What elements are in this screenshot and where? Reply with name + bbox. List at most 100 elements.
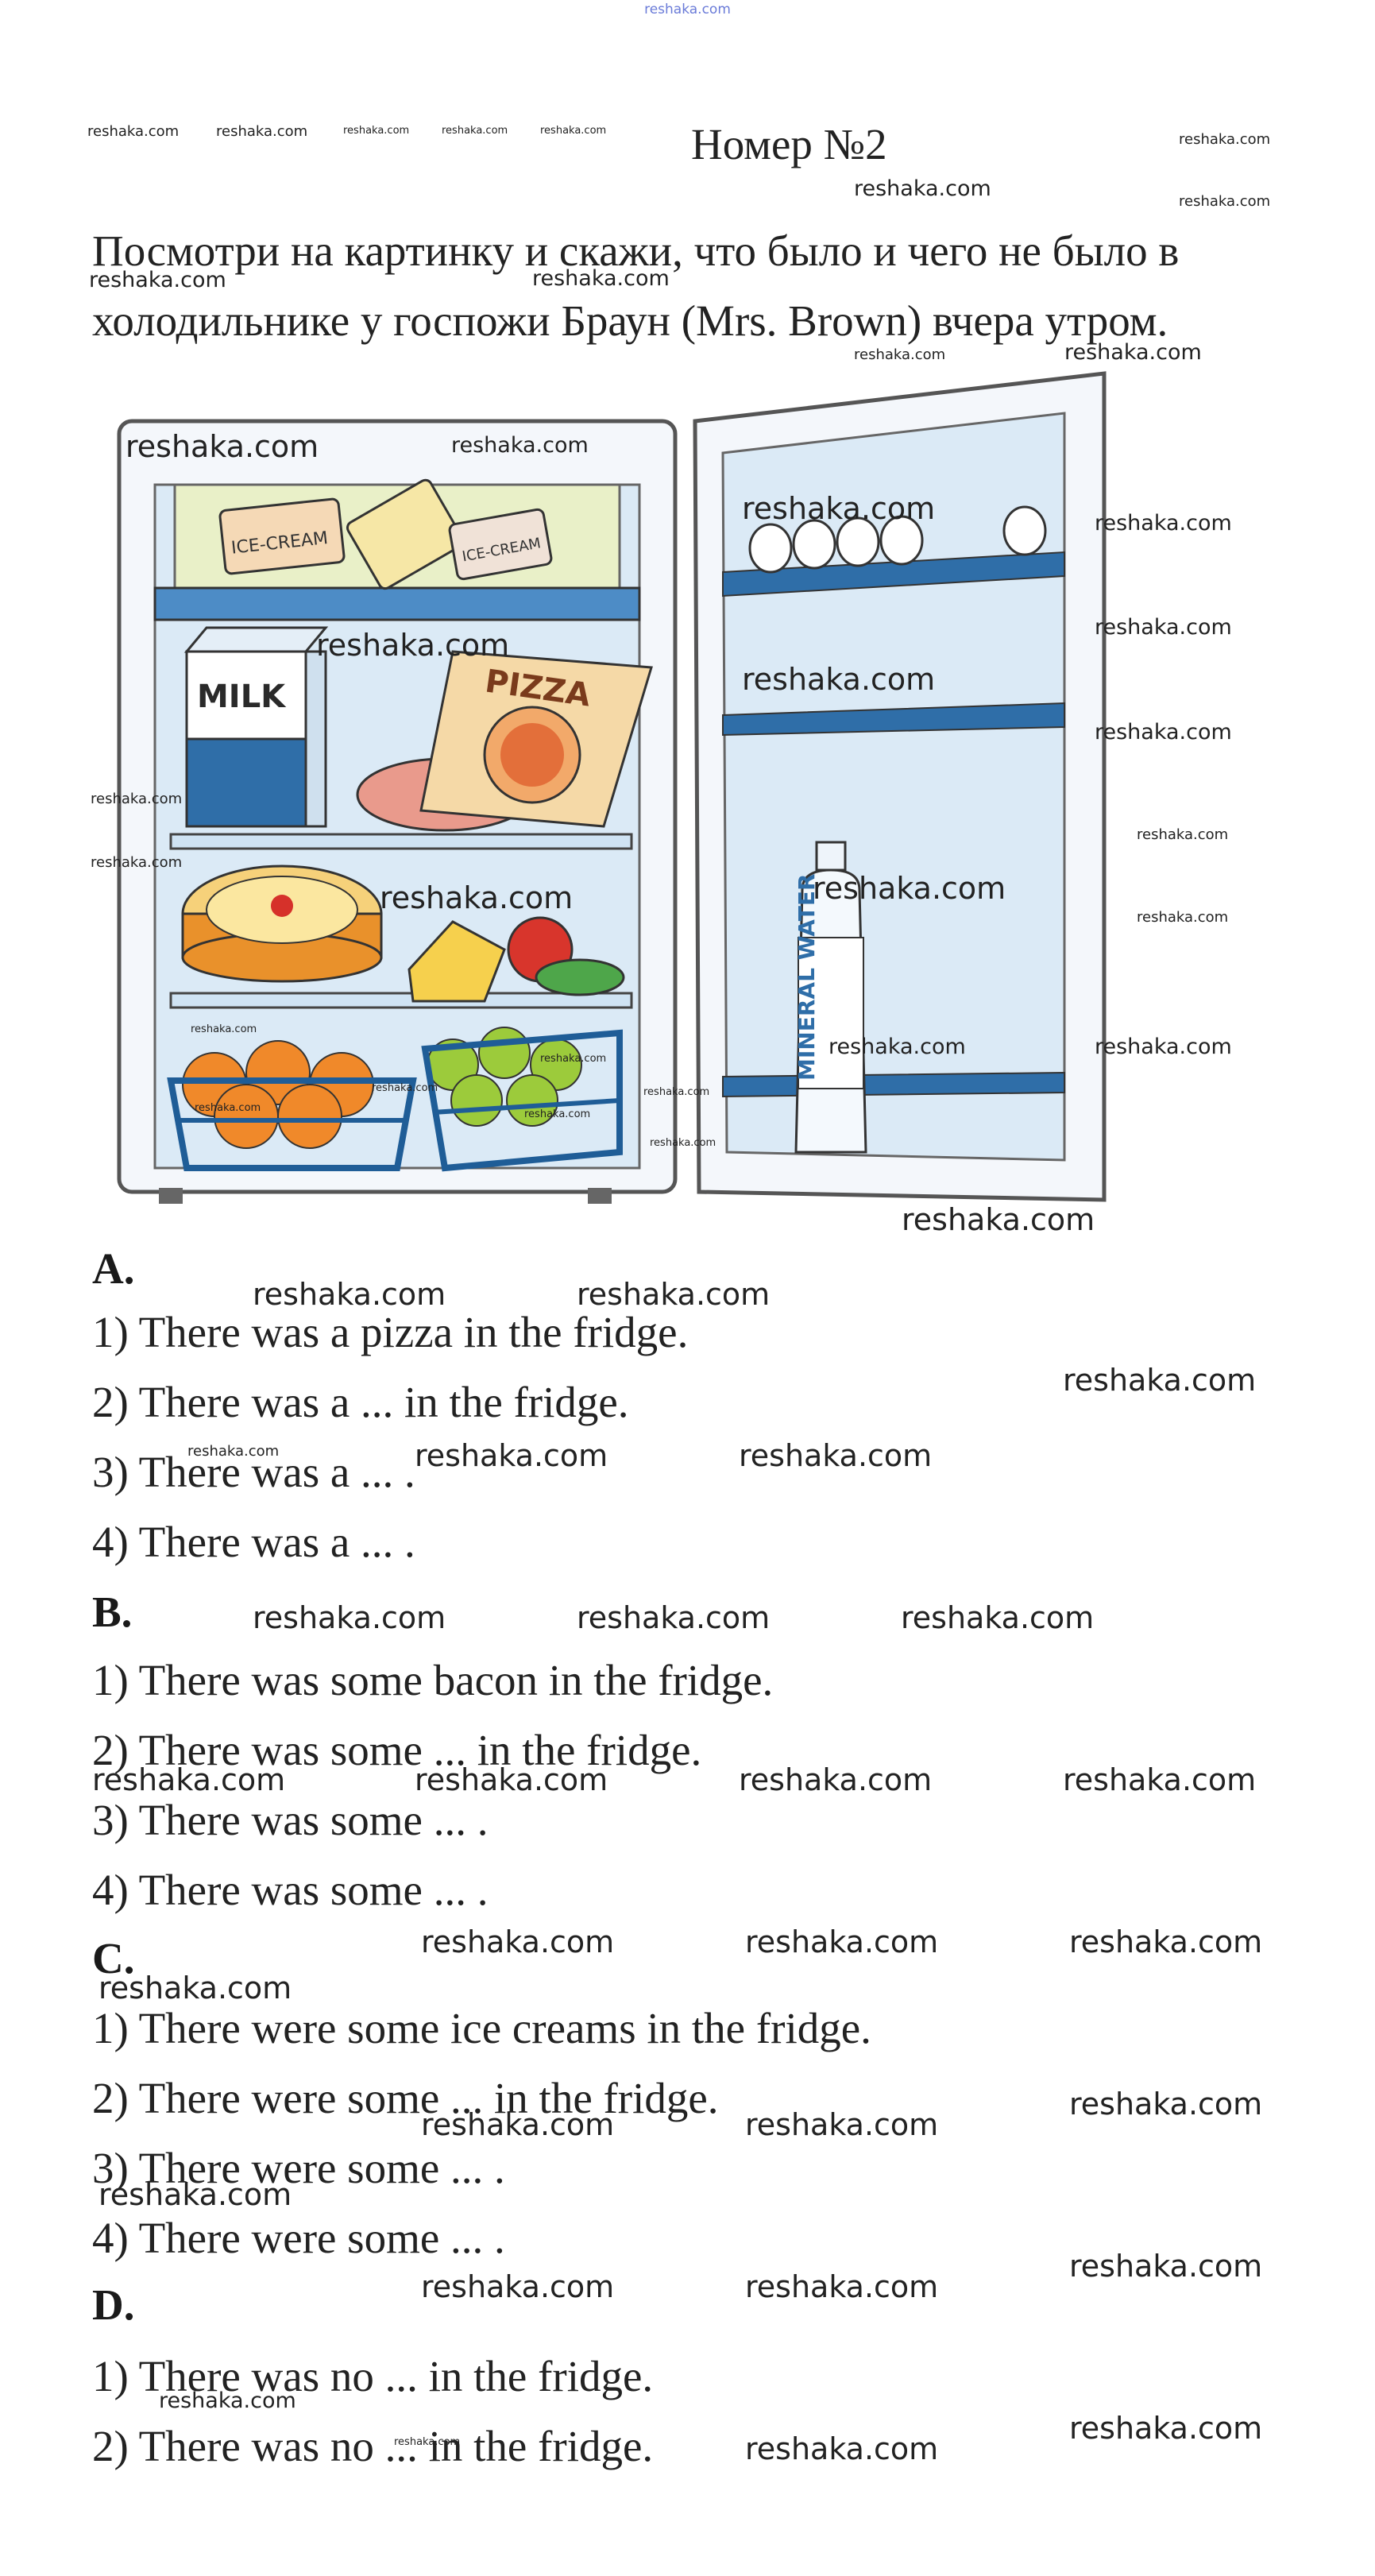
watermark: reshaka.com	[421, 2107, 615, 2142]
watermark: reshaka.com	[253, 1600, 446, 1635]
watermark: reshaka.com	[745, 2269, 939, 2304]
watermark: reshaka.com	[742, 662, 936, 697]
cake-icon	[181, 864, 383, 983]
exercise-line: 2) There was no ... in the fridge.	[92, 2422, 654, 2470]
watermark: reshaka.com	[1069, 2087, 1263, 2122]
task-instruction: Посмотри на картинку и скажи, что было и…	[92, 226, 1180, 345]
apple-basket	[421, 1027, 623, 1172]
watermark: reshaka.com	[1064, 340, 1202, 365]
watermark: reshaka.com	[828, 1035, 966, 1059]
watermark: reshaka.com	[1137, 826, 1229, 843]
section-d-letter: D.	[92, 2280, 135, 2329]
watermark: reshaka.com	[1063, 1762, 1257, 1797]
watermark: reshaka.com	[854, 176, 991, 201]
watermark: reshaka.com	[187, 1443, 280, 1460]
section-b-letter: B.	[92, 1588, 133, 1636]
watermark: reshaka.com	[540, 125, 607, 137]
mineral-water-bottle: MINERAL WATER	[794, 841, 867, 1154]
page-title: Номер №2	[691, 120, 887, 168]
ice-cream-icon: ICE-CREAM ICE-CREAM	[218, 478, 553, 590]
exercise-line: 1) There were some ice creams in the fri…	[92, 2004, 871, 2052]
section-a-letter: A.	[92, 1244, 135, 1293]
watermark: reshaka.com	[1069, 1924, 1263, 1959]
exercise-line: 3) There was a ... .	[92, 1448, 415, 1496]
exercise-line: 1) There was no ... in the fridge.	[92, 2352, 654, 2400]
watermark: reshaka.com	[1069, 2249, 1263, 2284]
pizza-box: PIZZA	[419, 650, 653, 828]
watermark: reshaka.com	[745, 1924, 939, 1959]
watermark: reshaka.com	[643, 1086, 710, 1098]
watermark: reshaka.com	[98, 2177, 292, 2212]
watermark: reshaka.com	[1095, 615, 1232, 640]
watermark: reshaka.com	[415, 1762, 608, 1797]
watermark: reshaka.com	[421, 1924, 615, 1959]
watermark: reshaka.com	[191, 1023, 257, 1035]
exercise-line: 4) There were some ... .	[92, 2214, 505, 2262]
exercise-line: 2) There was some ... in the fridge.	[92, 1726, 702, 1774]
svg-text:MINERAL WATER: MINERAL WATER	[794, 873, 820, 1081]
watermark: reshaka.com	[98, 1971, 292, 2005]
watermark: reshaka.com	[745, 2431, 939, 2466]
watermark: reshaka.com	[380, 880, 574, 915]
orange-basket	[167, 1040, 417, 1171]
watermark: reshaka.com	[316, 628, 510, 663]
watermark: reshaka.com	[1063, 1363, 1257, 1398]
watermark: reshaka.com	[577, 1600, 771, 1635]
watermark: reshaka.com	[91, 854, 183, 871]
milk-carton: MILK	[183, 626, 329, 828]
watermark: reshaka.com	[739, 1438, 933, 1473]
fridge-illustration: ICE-CREAM ICE-CREAM MILK PIZZA	[117, 371, 1107, 1204]
watermark: reshaka.com	[253, 1277, 446, 1312]
section-c-letter: C.	[92, 1934, 135, 1982]
exercise-line: 2) There were some ... in the fridge.	[92, 2074, 719, 2122]
watermark: reshaka.com	[739, 1762, 933, 1797]
watermark: reshaka.com	[1179, 193, 1271, 210]
watermark: reshaka.com	[1137, 909, 1229, 926]
cucumber-icon	[535, 958, 625, 996]
watermark: reshaka.com	[343, 125, 410, 137]
watermark: reshaka.com	[442, 125, 508, 137]
eggs-icon	[748, 505, 1047, 574]
watermark: reshaka.com	[745, 2107, 939, 2142]
watermark: reshaka.com	[901, 1600, 1095, 1635]
watermark: reshaka.com	[1179, 131, 1271, 148]
watermark: reshaka.com	[126, 429, 319, 464]
watermark: reshaka.com	[813, 871, 1006, 906]
watermark: reshaka.com	[854, 346, 946, 363]
watermark: reshaka.com	[1095, 1035, 1232, 1059]
watermark: reshaka.com	[742, 491, 936, 526]
watermark: reshaka.com	[532, 266, 670, 291]
watermark: reshaka.com	[394, 2436, 461, 2448]
exercise-line: 1) There was some bacon in the fridge.	[92, 1656, 774, 1704]
watermark: reshaka.com	[216, 123, 308, 140]
svg-text:MILK: MILK	[197, 679, 287, 715]
cheese-icon	[407, 920, 506, 1003]
exercise-line: 4) There was a ... .	[92, 1518, 415, 1566]
exercise-line: 1) There was a pizza in the fridge.	[92, 1308, 689, 1356]
watermark: reshaka.com	[1069, 2411, 1263, 2446]
watermark: reshaka.com	[89, 268, 226, 292]
watermark: reshaka.com	[524, 1108, 591, 1120]
watermark: reshaka.com	[195, 1102, 261, 1114]
watermark: reshaka.com	[421, 2269, 615, 2304]
watermark: reshaka.com	[1095, 511, 1232, 536]
top-site-link[interactable]: reshaka.com	[644, 2, 731, 17]
shelf	[169, 992, 633, 1009]
exercise-line: 4) There was some ... .	[92, 1866, 489, 1914]
watermark: reshaka.com	[650, 1137, 716, 1149]
exercise-line: 3) There was some ... .	[92, 1796, 489, 1844]
exercise-line: 2) There was a ... in the fridge.	[92, 1378, 629, 1426]
watermark: reshaka.com	[91, 791, 183, 807]
watermark: reshaka.com	[902, 1202, 1095, 1237]
watermark: reshaka.com	[577, 1277, 771, 1312]
watermark: reshaka.com	[415, 1438, 608, 1473]
shelf	[153, 586, 641, 621]
watermark: reshaka.com	[1095, 720, 1232, 745]
watermark: reshaka.com	[451, 433, 589, 458]
watermark: reshaka.com	[87, 123, 180, 140]
watermark: reshaka.com	[92, 1762, 286, 1797]
exercise-line: 3) There were some ... .	[92, 2144, 505, 2192]
watermark: reshaka.com	[540, 1053, 607, 1065]
shelf	[169, 833, 633, 850]
watermark: reshaka.com	[372, 1082, 438, 1094]
